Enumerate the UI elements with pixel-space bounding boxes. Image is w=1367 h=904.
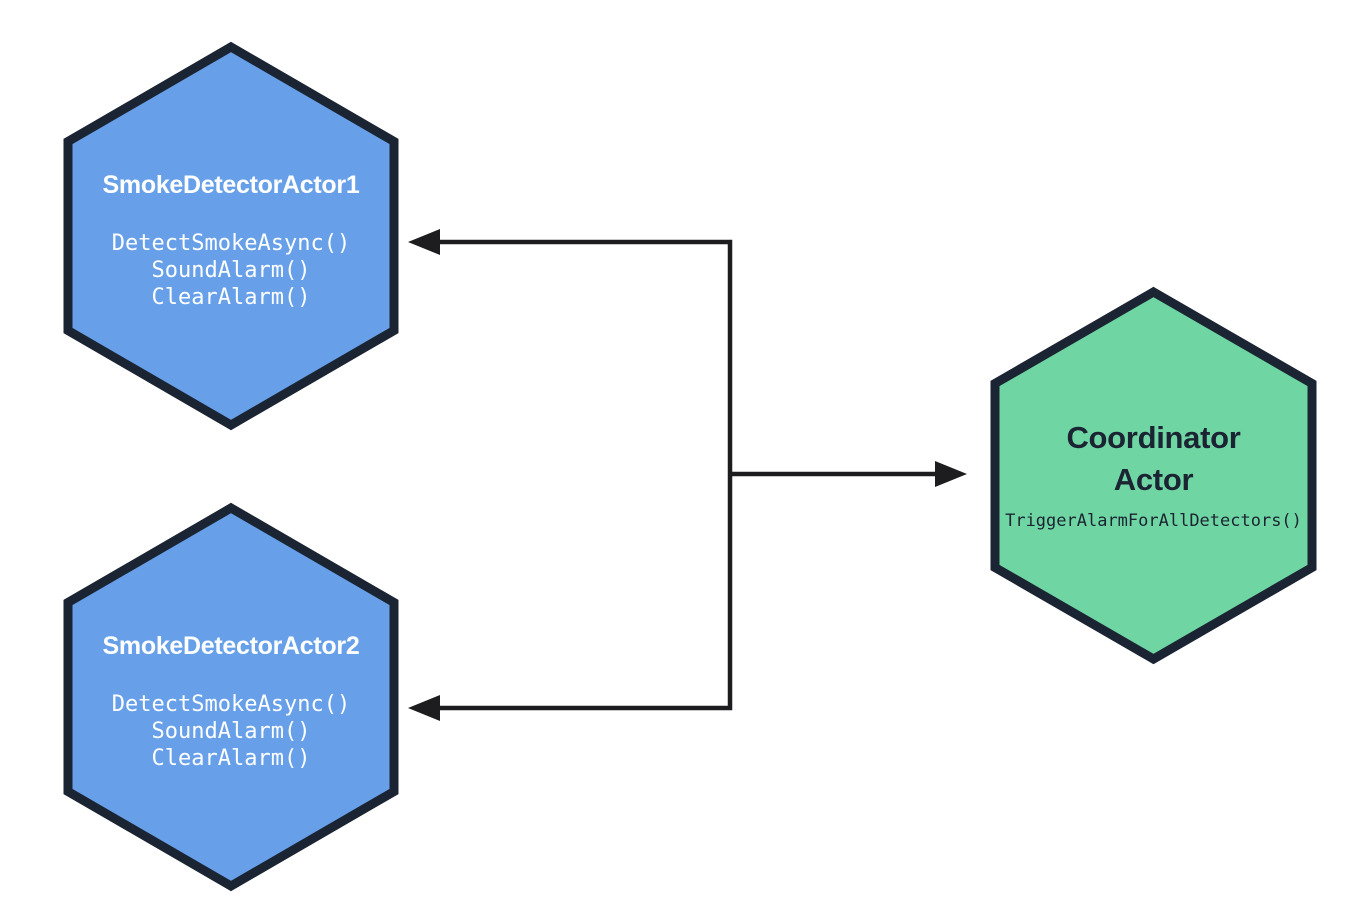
node-smoke-detector-actor-1: SmokeDetectorActor1 DetectSmokeAsync() S… bbox=[63, 41, 399, 431]
node-method-list: TriggerAlarmForAllDetectors() bbox=[1005, 509, 1302, 533]
arrowhead-to-smoke-detector-1 bbox=[408, 229, 440, 255]
node-coordinator-actor: Coordinator Actor TriggerAlarmForAllDete… bbox=[990, 286, 1317, 665]
node-method: ClearAlarm() bbox=[151, 746, 311, 771]
node-method: DetectSmokeAsync() bbox=[111, 692, 351, 717]
connector-path bbox=[434, 239, 941, 711]
node-method: SoundAlarm() bbox=[151, 258, 311, 283]
hexagon-shape-coordinator bbox=[990, 286, 1317, 665]
node-method-list: DetectSmokeAsync() SoundAlarm() ClearAla… bbox=[112, 691, 350, 772]
node-method-list: DetectSmokeAsync() SoundAlarm() ClearAla… bbox=[112, 230, 350, 311]
node-title-line-2: Actor bbox=[1113, 462, 1194, 497]
node-method: TriggerAlarmForAllDetectors() bbox=[1005, 511, 1302, 531]
node-method: DetectSmokeAsync() bbox=[111, 231, 351, 256]
node-title-line-1: Coordinator bbox=[1066, 420, 1241, 455]
hexagon-shape-smoke-detector-2 bbox=[63, 502, 399, 892]
node-method: ClearAlarm() bbox=[151, 285, 311, 310]
node-title: Coordinator Actor bbox=[1066, 417, 1240, 501]
node-method: SoundAlarm() bbox=[151, 719, 311, 744]
arrowhead-to-coordinator bbox=[935, 461, 967, 487]
node-title: SmokeDetectorActor1 bbox=[102, 171, 360, 199]
node-title: SmokeDetectorActor2 bbox=[102, 632, 360, 660]
hexagon-shape-smoke-detector-1 bbox=[63, 41, 399, 431]
node-smoke-detector-actor-2: SmokeDetectorActor2 DetectSmokeAsync() S… bbox=[63, 502, 399, 892]
arrowhead-to-smoke-detector-2 bbox=[408, 695, 440, 721]
